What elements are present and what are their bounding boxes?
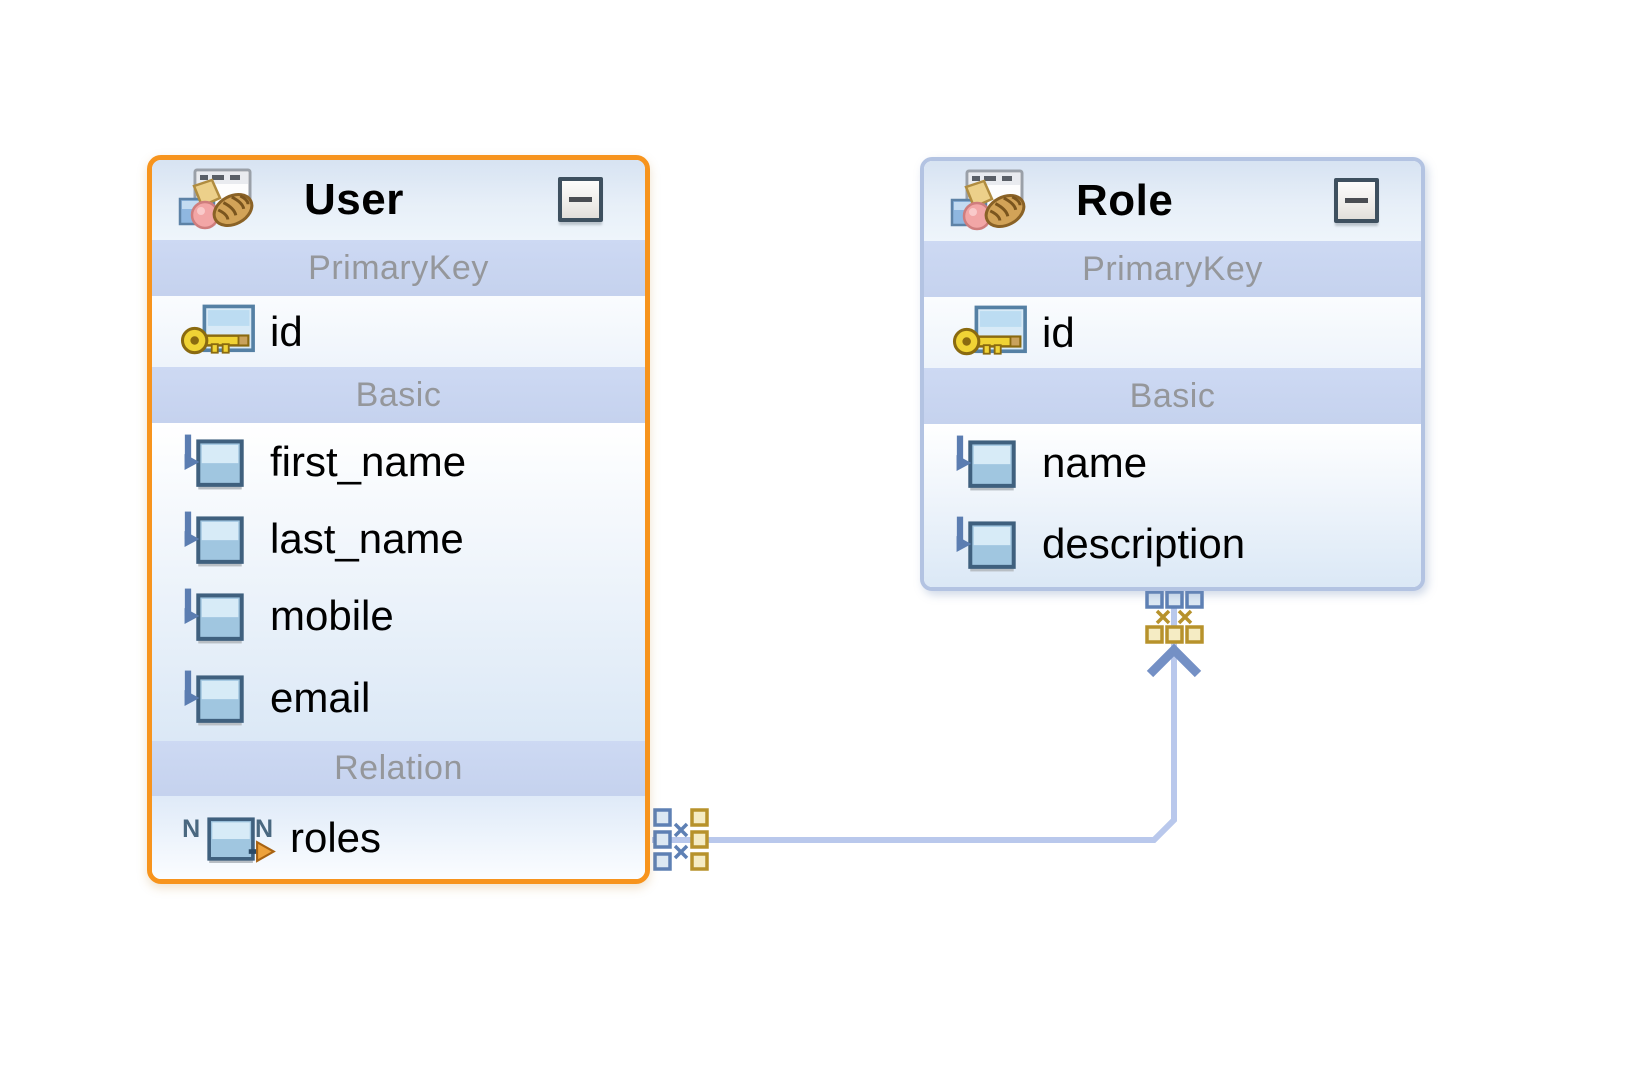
field-row-roles[interactable]: N N roles (152, 796, 645, 879)
section-header-basic: Basic (152, 367, 645, 423)
basic-attribute-icon (952, 514, 1032, 574)
field-label: id (1042, 308, 1075, 356)
entity-title: User (304, 175, 404, 224)
basic-attribute-icon (180, 509, 260, 569)
basic-attribute-icon (952, 433, 1032, 493)
field-row-name[interactable]: name (924, 424, 1421, 501)
section-header-basic: Basic (924, 368, 1421, 424)
minus-icon (1345, 198, 1368, 203)
relationship-edge[interactable] (652, 592, 1177, 843)
field-row-id[interactable]: id (924, 297, 1421, 368)
field-row-id[interactable]: id (152, 296, 645, 367)
minus-icon (569, 197, 592, 202)
field-label: last_name (270, 514, 464, 562)
field-row-last-name[interactable]: last_name (152, 500, 645, 577)
entity-bean-icon (950, 169, 1026, 231)
field-row-email[interactable]: email (152, 654, 645, 741)
section-header-primarykey: PrimaryKey (924, 241, 1421, 297)
entity-role[interactable]: Role PrimaryKey id Basic (920, 157, 1425, 591)
many-x-icon (1155, 609, 1193, 625)
field-row-first-name[interactable]: first_name (152, 423, 645, 500)
cardinality-marker-role-end (1145, 590, 1204, 678)
primary-key-icon (952, 305, 1032, 361)
arrow-chevron-icon (1146, 643, 1202, 678)
cardinality-marker-user-end (653, 808, 709, 871)
basic-attribute-icon (180, 586, 260, 646)
basic-attribute-icon (180, 432, 260, 492)
entity-role-header[interactable]: Role (924, 161, 1421, 241)
collapse-button[interactable] (558, 177, 603, 222)
field-label: description (1042, 520, 1246, 567)
section-header-primarykey: PrimaryKey (152, 240, 645, 296)
entity-user-header[interactable]: User (152, 160, 645, 240)
entity-title: Role (1076, 176, 1174, 225)
many-to-many-icon: N N (180, 808, 280, 868)
field-row-mobile[interactable]: mobile (152, 577, 645, 654)
basic-attribute-icon (180, 668, 260, 728)
field-row-description[interactable]: description (924, 501, 1421, 587)
many-x-icon (673, 822, 689, 860)
svg-text:N: N (182, 814, 200, 842)
field-label: first_name (270, 437, 467, 485)
field-label: id (270, 307, 303, 355)
field-label: email (270, 673, 371, 721)
primary-key-icon (180, 304, 260, 360)
field-label: name (1042, 438, 1148, 486)
entity-user[interactable]: User PrimaryKey id Basic (147, 155, 650, 884)
collapse-button[interactable] (1334, 178, 1379, 223)
section-header-relation: Relation (152, 741, 645, 796)
field-label: roles (290, 813, 382, 861)
field-label: mobile (270, 591, 394, 639)
svg-text:N: N (255, 814, 273, 842)
entity-bean-icon (178, 168, 254, 230)
